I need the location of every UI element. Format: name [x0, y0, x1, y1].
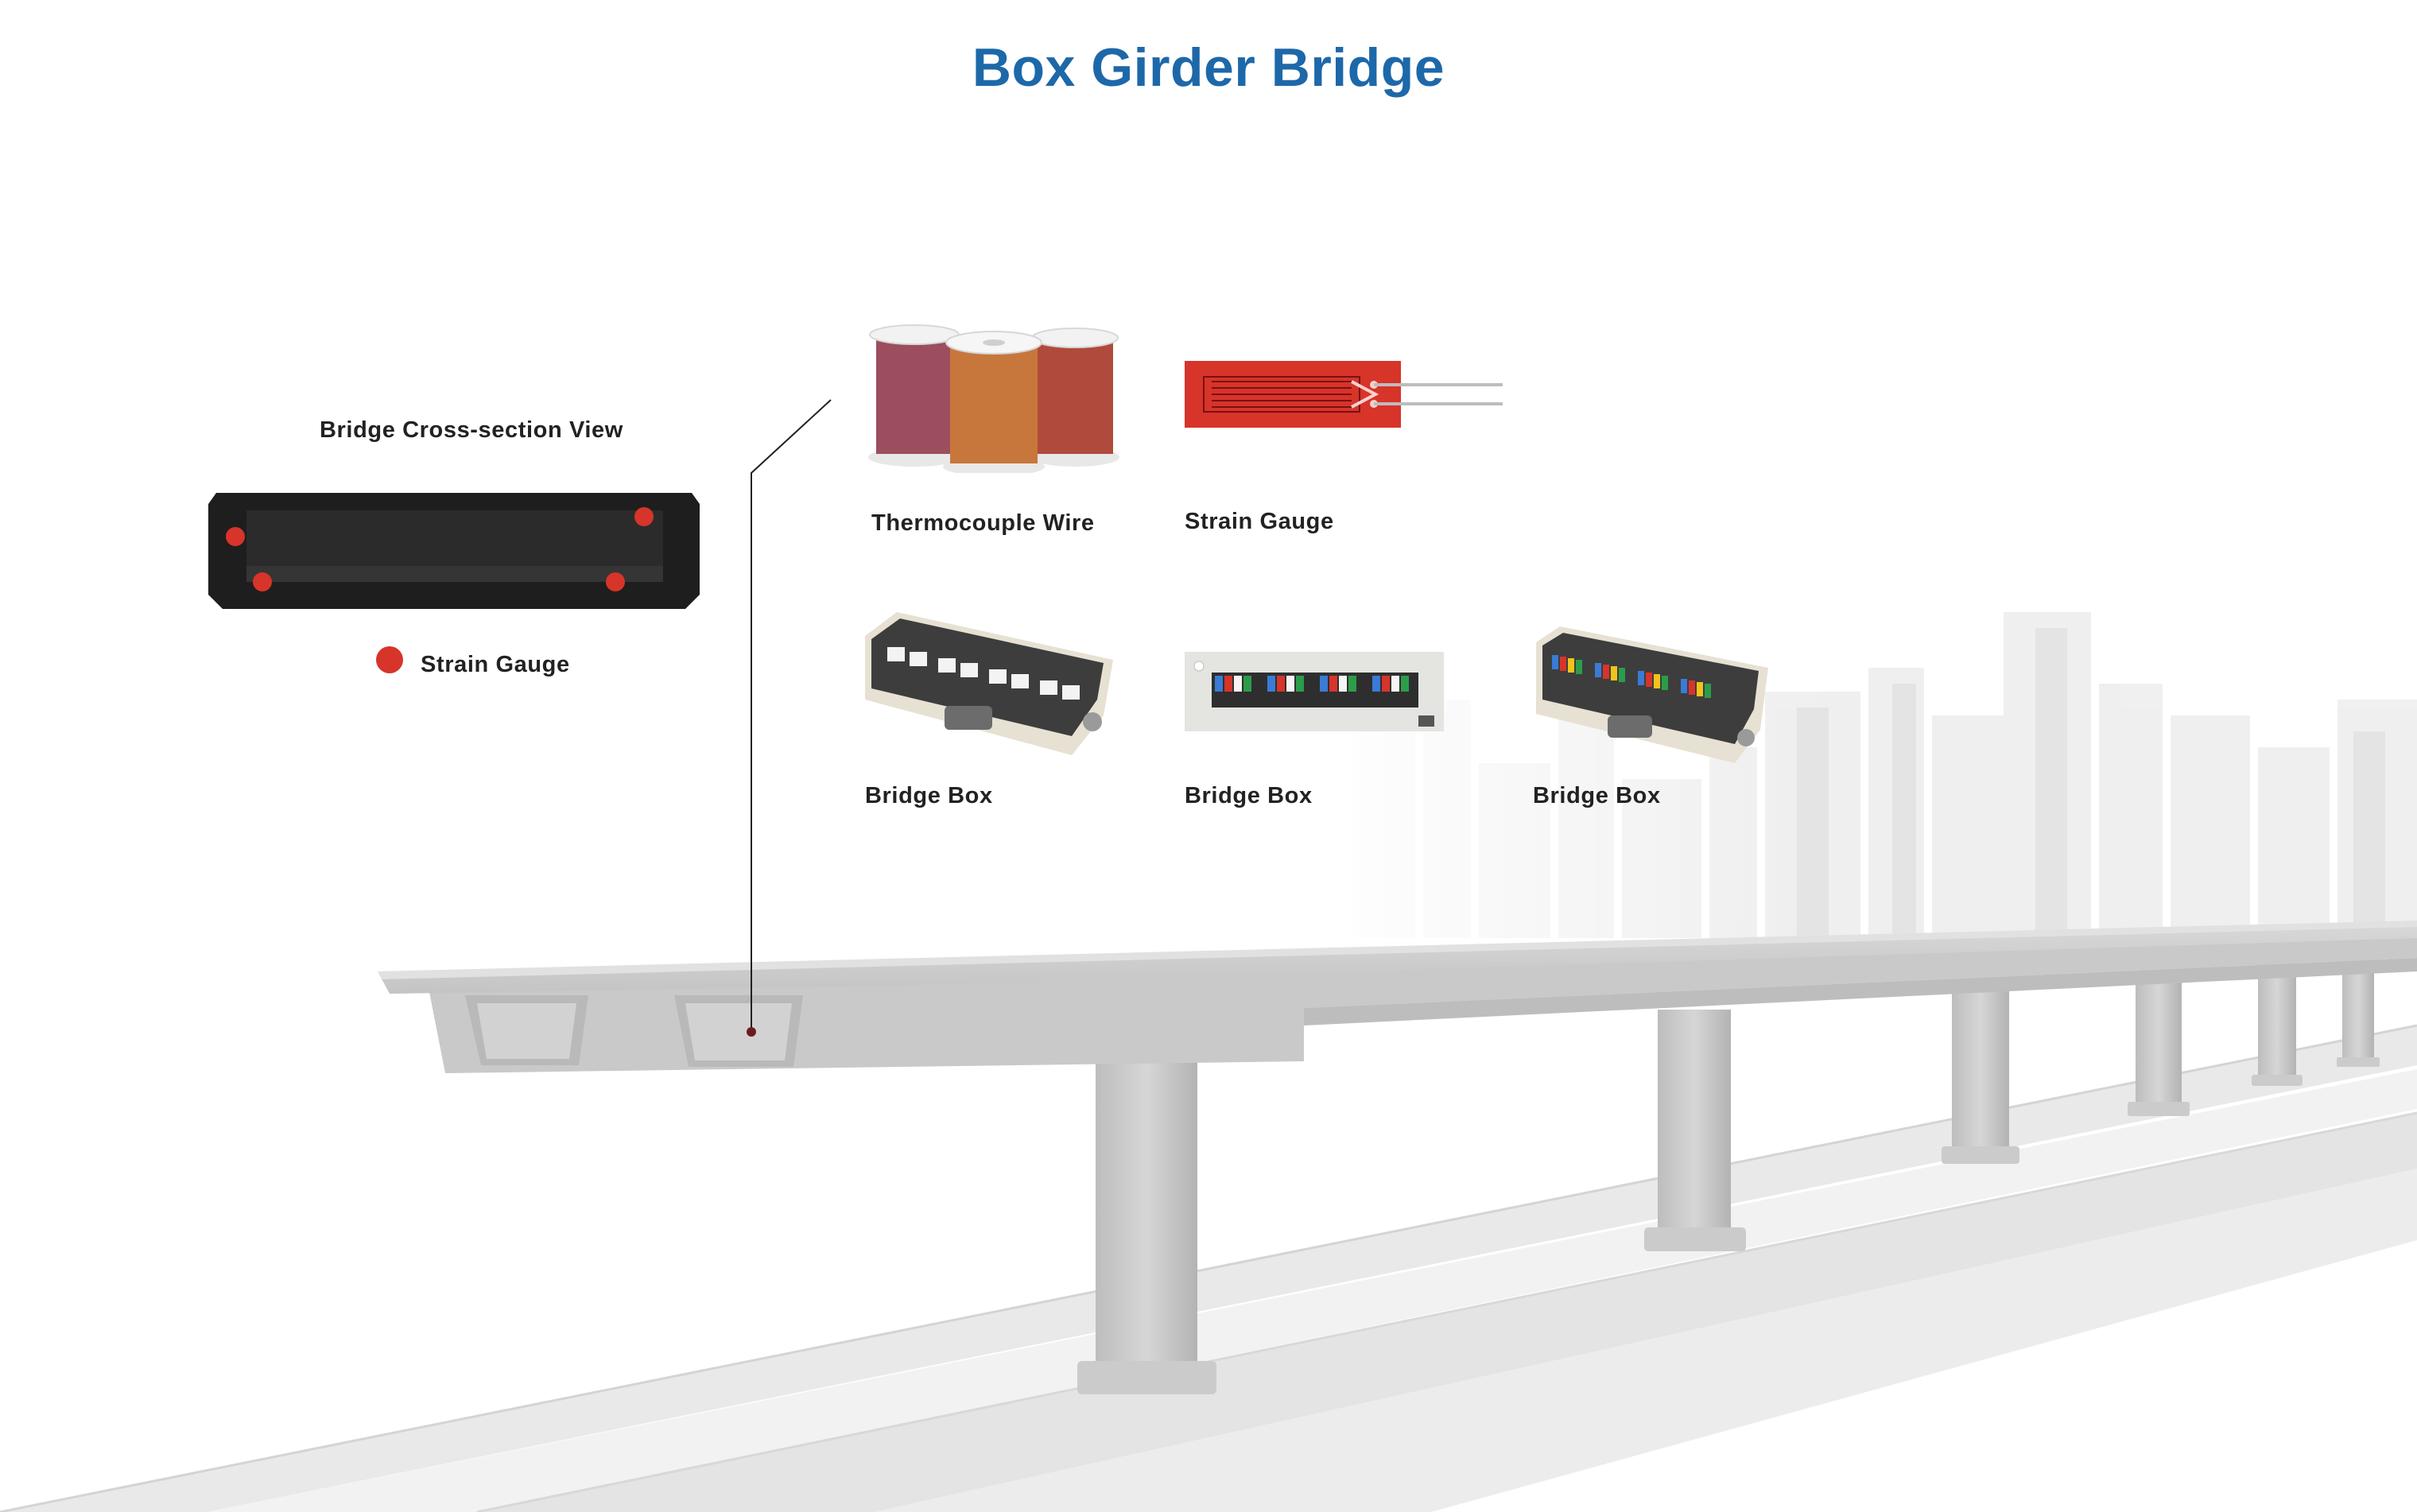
product-label-thermocouple-wire: Thermocouple Wire	[871, 510, 1095, 536]
strain-gauge-point	[226, 527, 245, 546]
strain-gauge-legend-dot	[376, 646, 403, 673]
cross-section-heading: Bridge Cross-section View	[320, 417, 623, 443]
strain-gauge-icon	[1185, 361, 1503, 428]
cross-section-diagram	[208, 493, 700, 609]
bridge-box-icon	[1536, 626, 1768, 763]
strain-gauge-point	[634, 507, 654, 526]
bridge-box-icon	[1185, 652, 1444, 731]
strain-gauge-point	[606, 572, 625, 591]
callout-line	[751, 399, 832, 1032]
bridge-girder	[429, 932, 2417, 1073]
bridge-piers	[1077, 957, 2380, 1394]
strain-gauge-legend-label: Strain Gauge	[421, 652, 570, 677]
product-label-bridge-box-3: Bridge Box	[1533, 783, 1661, 808]
product-label-bridge-box-1: Bridge Box	[865, 783, 993, 808]
strain-gauge-point	[253, 572, 272, 591]
product-label-bridge-box-2: Bridge Box	[1185, 783, 1313, 808]
thermocouple-wire-icon	[868, 324, 1119, 473]
bridge-box-icon	[865, 612, 1113, 755]
page-title: Box Girder Bridge	[972, 37, 1445, 98]
product-label-strain-gauge: Strain Gauge	[1185, 509, 1334, 534]
